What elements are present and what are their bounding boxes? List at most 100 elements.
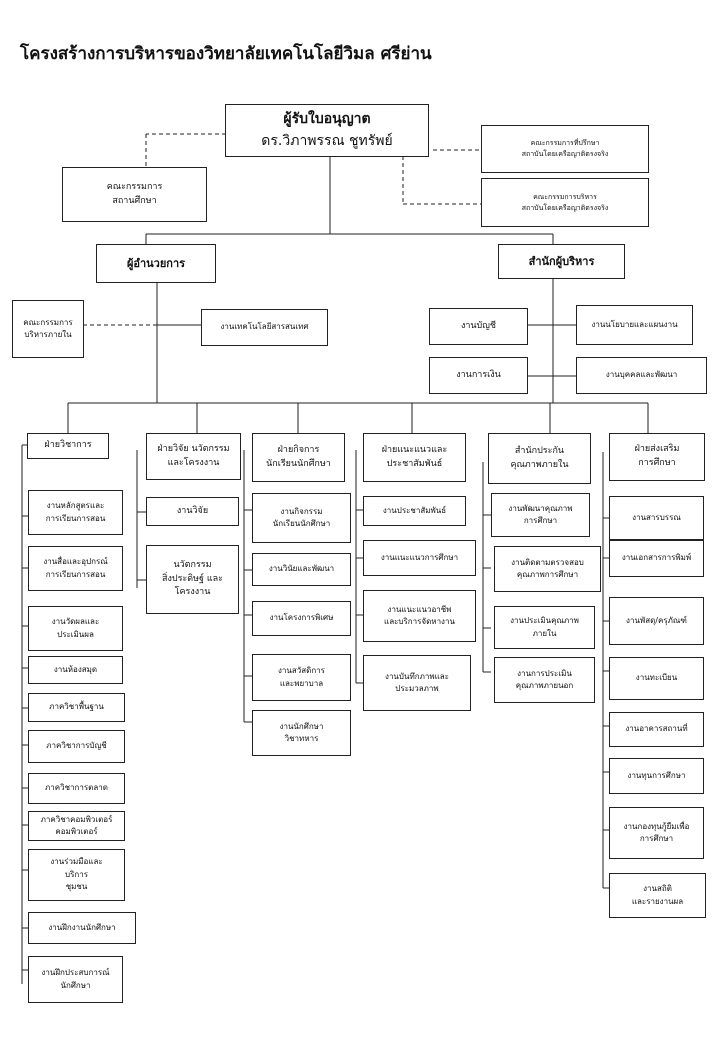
unit-label: งานวิจัย [176,505,209,516]
unit-label: ประมวลภาพ [395,684,439,693]
unit-label: งานวัดผลและ [51,617,100,627]
accounting-box: งานบัญชี [429,308,528,345]
unit-label: และรายงานผล [631,896,684,906]
quality-unit-box: งานพัฒนาคุณภาพ การศึกษา [491,493,590,537]
unit-label: และบริการจัดหางาน [384,617,455,626]
unit-label: งานฝึกประสบการณ์ [41,968,110,978]
support-unit-box: งานสารบรรณ [609,496,704,540]
academic-unit-box: งานฝึกงานนักศึกษา [28,912,136,944]
division-header-academic: ฝ่ายวิชาการ [27,433,109,459]
school-committee-box: คณะกรรมการ สถานศึกษา [62,167,207,222]
academic-unit-box: ภาควิชาพื้นฐาน [28,693,125,722]
academic-unit-box: งานหลักสูตรและ การเรียนการสอน [28,490,123,535]
unit-label: งานพัฒนาคุณภาพ [508,503,573,513]
finance-box: งานการเงิน [429,357,528,394]
unit-label: งานวินัยและพัฒนา [268,564,335,574]
unit-label: บริการ [64,869,88,879]
director-box: ผู้อำนวยการ [96,244,216,283]
personnel-label: งานบุคคลและพัฒนา [605,370,678,380]
division-header-quality: สำนักประกัน คุณภาพภายใน [488,433,591,484]
it-work-label: งานเทคโนโลยีสารสนเทศ [220,322,309,332]
unit-label: งานนักศึกษา [279,721,324,731]
unit-label: งานกองทุนกู้ยืมเพื่อ [623,821,690,831]
academic-unit-box: ภาควิชาคอมพิวเตอร์ คอมพิวเตอร์ [28,811,125,841]
unit-label: ภายใน [532,628,557,638]
unit-label: งานแนะแนวการศึกษา [380,552,459,562]
exec-office-box: สำนักผู้บริหาร [498,244,625,279]
licensee-box: ผู้รับใบอนุญาต ดร.วิภาพรรณ ชูทรัพย์ [225,104,429,157]
guidance-unit-box: งานแนะแนวอาชีพ และบริการจัดหางาน [363,590,476,642]
unit-label: งานร่วมมือและ [50,857,103,867]
unit-label: และพยาบาล [279,678,324,688]
unit-label: งานห้องสมุด [53,664,98,674]
unit-label: งานการประเมิน [517,668,572,678]
student-affairs-unit-box: งานสวัสดิการ และพยาบาล [252,654,351,701]
unit-label: การศึกษา [523,516,558,525]
unit-label: งานฝึกงานนักศึกษา [48,922,116,932]
finance-label: งานการเงิน [456,369,501,380]
admin-committee-line: คณะกรรมการบริหาร [533,192,597,201]
unit-label: งานหลักสูตรและ [46,501,105,511]
exec-office-label: สำนักผู้บริหาร [528,254,595,268]
unit-label: ภาควิชาพื้นฐาน [49,702,104,712]
unit-label: สิ่งประดิษฐ์ และ [161,573,224,584]
division-header-support: ฝ่ายส่งเสริม การศึกษา [609,433,705,481]
unit-label: วิชาทหาร [284,734,319,743]
accounting-label: งานบัญชี [460,320,497,331]
admin-committee-box: คณะกรรมการบริหาร สถาบันโดยเครือญาติตรงจร… [481,178,649,227]
quality-unit-box: งานติดตามตรวจสอบ คุณภาพการศึกษา [494,546,601,592]
unit-label: งานพัสดุ/ครุภัณฑ์ [626,615,687,625]
unit-label: งานสถิติ [643,884,672,894]
support-unit-box: งานเอกสารการพิมพ์ [609,540,704,577]
unit-label: ภาควิชาการบัญชี [46,741,107,751]
academic-unit-box: งานร่วมมือและ บริการ ชุมชน [28,849,125,901]
it-work-box: งานเทคโนโลยีสารสนเทศ [201,309,328,346]
quality-unit-box: งานประเมินคุณภาพ ภายใน [494,606,595,649]
director-label: ผู้อำนวยการ [126,256,186,270]
guidance-unit-box: งานประชาสัมพันธ์ [363,496,466,526]
school-committee-line: คณะกรรมการ [106,181,163,192]
policy-box: งานนโยบายและแผนงาน [576,305,693,345]
quality-unit-box: งานการประเมิน คุณภาพภายนอก [494,657,595,703]
unit-label: งานประชาสัมพันธ์ [382,505,447,515]
unit-label: งานสารบรรณ [632,512,681,522]
division-header-line: ฝ่ายวิจัย นวัตกรรม [157,443,230,454]
unit-label: งานโครงการพิเศษ [269,613,334,623]
division-header-student-affairs: ฝ่ายกิจการ นักเรียนนักศึกษา [252,433,345,482]
unit-label: งานทุนการศึกษา [627,770,686,780]
support-unit-box: งานทะเบียน [609,657,704,700]
unit-label: ชุมชน [65,882,88,892]
policy-label: งานนโยบายและแผนงาน [591,319,678,329]
division-header-line: ฝ่ายแนะแนวและ [381,444,448,455]
unit-label: งานแนะแนวอาชีพ [387,604,452,614]
internal-committee-line: คณะกรรมการ [23,317,73,327]
unit-label: งานกิจกรรม [280,506,323,516]
personnel-box: งานบุคคลและพัฒนา [576,357,707,394]
support-unit-box: งานสถิติ และรายงานผล [609,873,706,918]
advisory-committee-line: สถาบันโดยเครือญาติตรงจริง [521,150,609,158]
academic-unit-box: งานห้องสมุด [28,656,123,684]
research-unit-box: งานวิจัย [146,497,239,526]
unit-label: การศึกษา [639,834,674,843]
licensee-name: ดร.วิภาพรรณ ชูทรัพย์ [261,132,393,149]
unit-label: การเรียนการสอน [45,569,106,579]
unit-label: ประเมินผล [57,629,94,639]
academic-unit-box: งานวัดผลและ ประเมินผล [28,606,123,651]
support-unit-box: งานทุนการศึกษา [609,758,704,794]
division-header-line: นักเรียนนักศึกษา [266,458,331,469]
unit-label: นวัตกรรม [173,559,212,570]
unit-label: นักเรียนนักศึกษา [272,519,331,528]
division-header-line: ประชาสัมพันธ์ [386,458,443,469]
unit-label: โครงงาน [174,587,211,598]
division-header-line: การศึกษา [638,458,676,468]
student-affairs-unit-box: งานนักศึกษา วิชาทหาร [252,710,351,756]
guidance-unit-box: งานแนะแนวการศึกษา [363,540,476,576]
unit-label: นักศึกษา [60,980,91,990]
advisory-committee-box: คณะกรรมการที่ปรึกษา สถาบันโดยเครือญาติตร… [481,125,649,173]
unit-label: งานบันทึกภาพและ [385,671,449,681]
student-affairs-unit-box: งานวินัยและพัฒนา [252,553,351,586]
advisory-committee-line: คณะกรรมการที่ปรึกษา [530,139,600,148]
admin-committee-line: สถาบันโดยเครือญาติตรงจริง [521,203,609,212]
division-header-line: และโครงงาน [167,457,220,468]
